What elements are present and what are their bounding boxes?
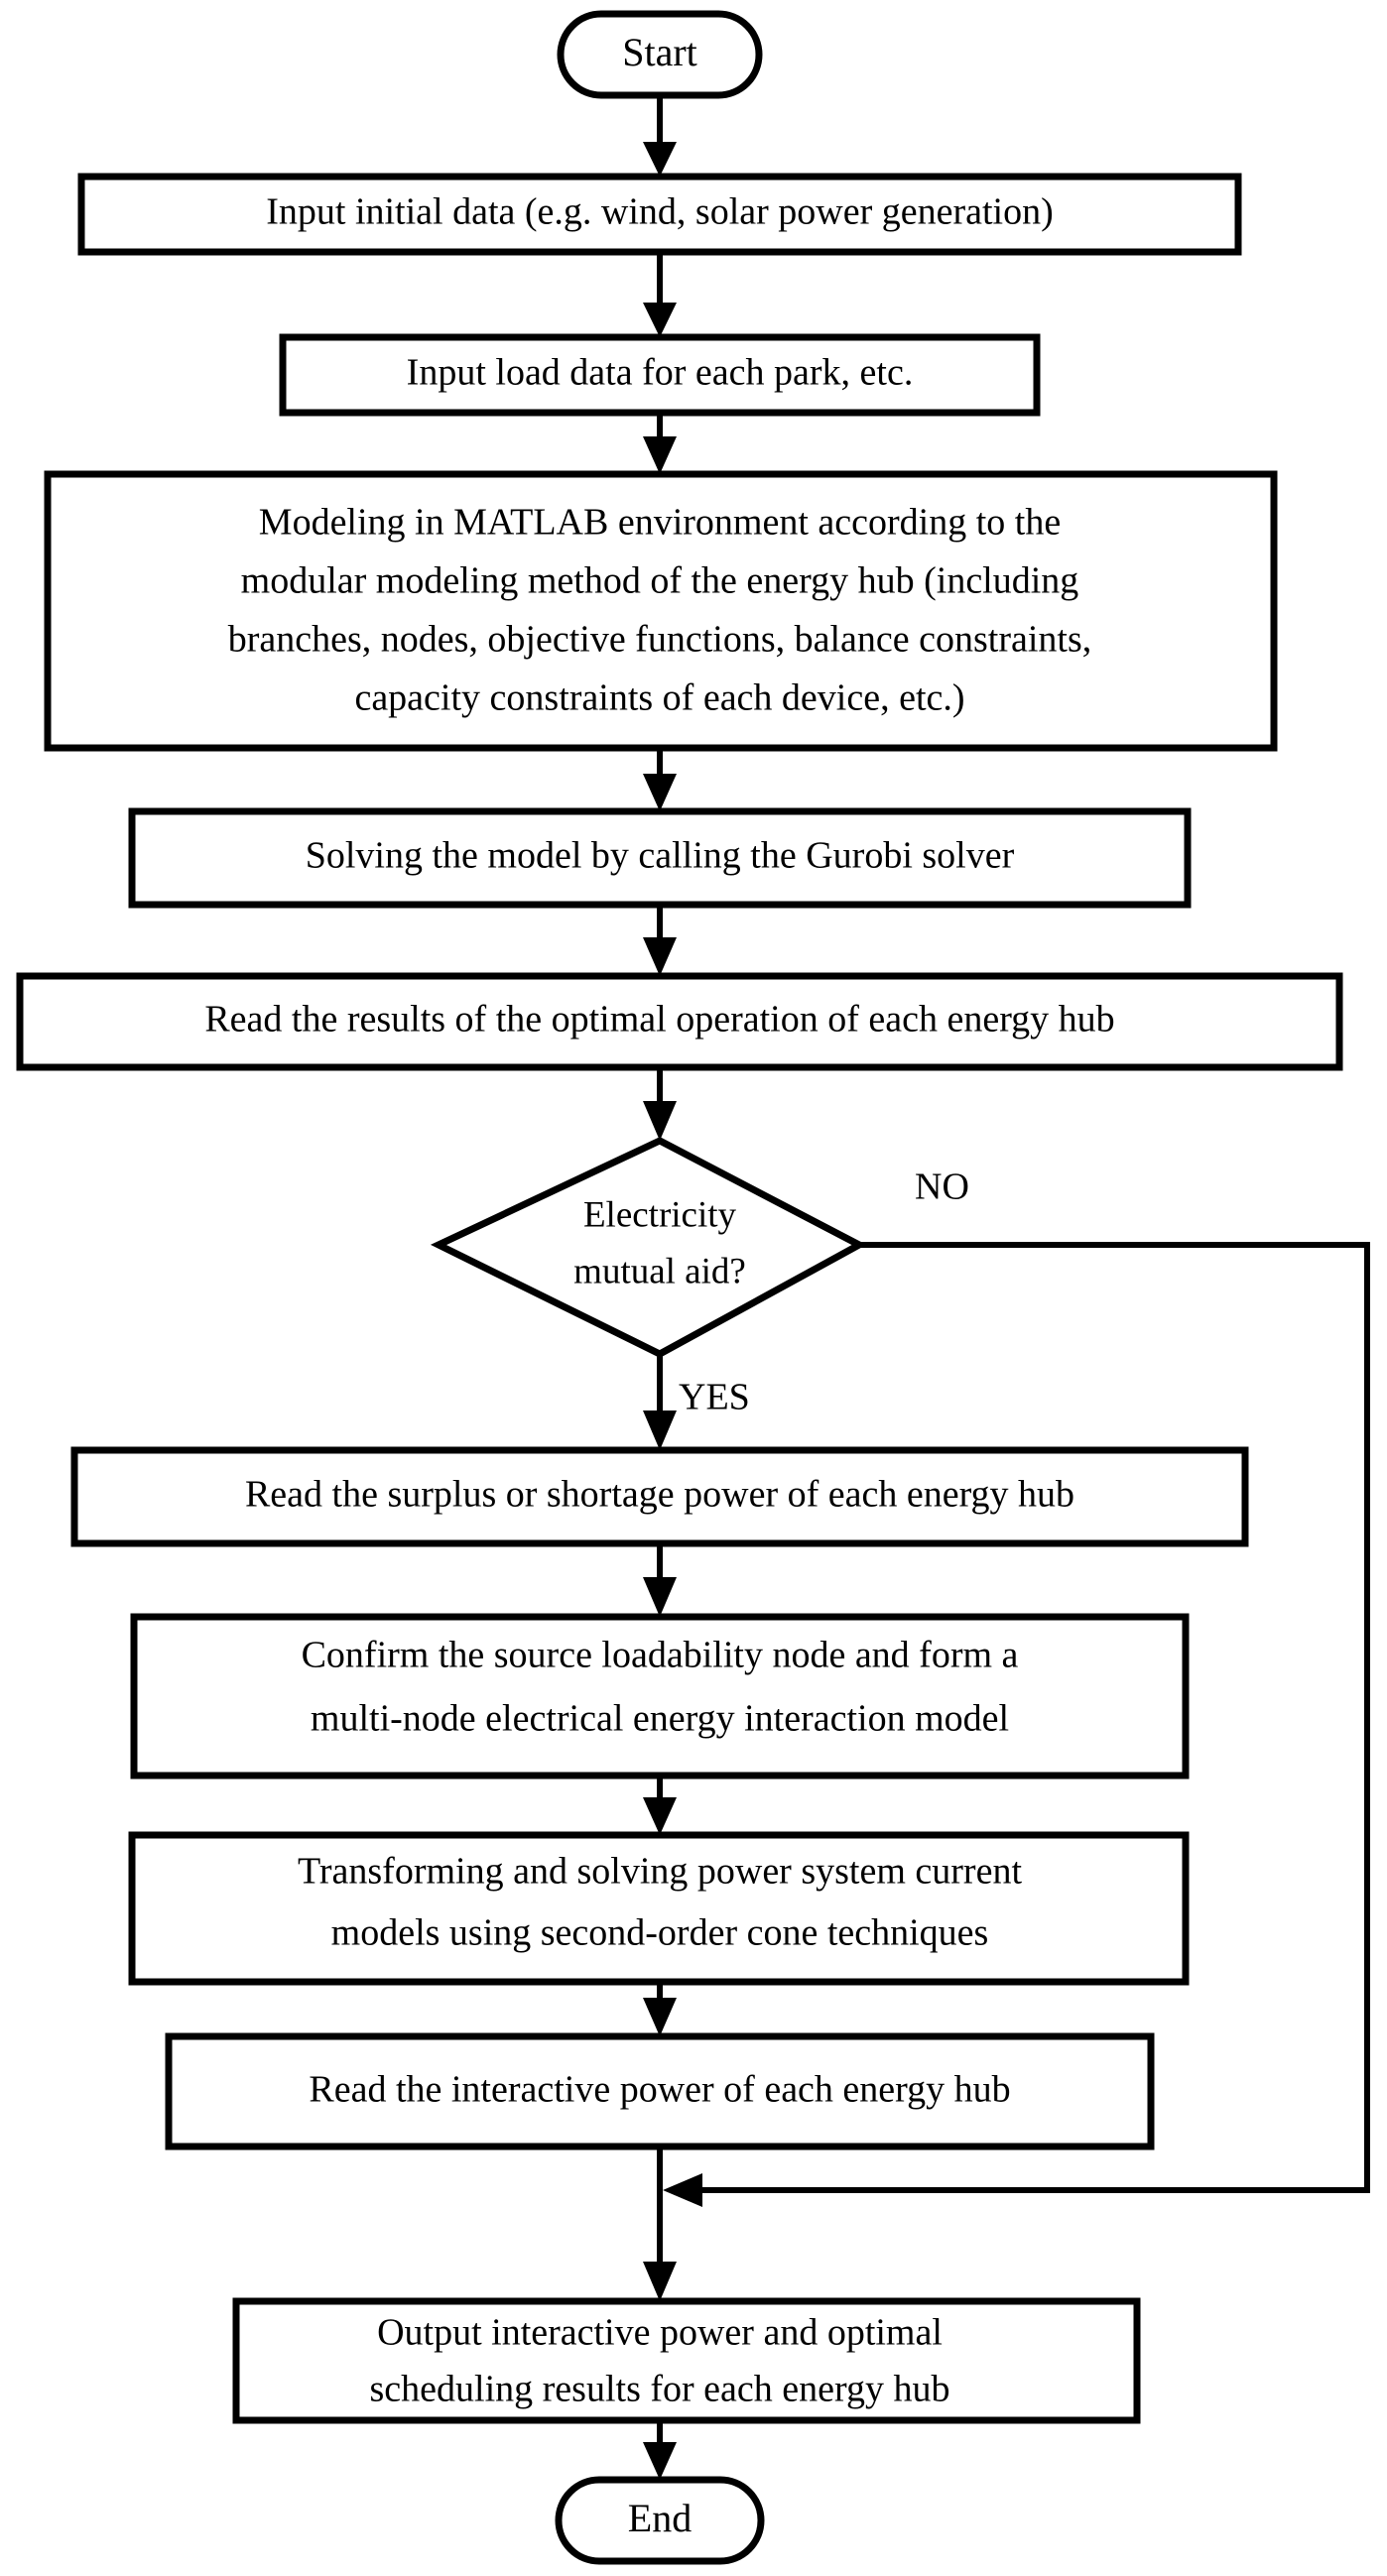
node-decision-line-1: Electricity (583, 1194, 737, 1235)
node-output-results-line-1: Output interactive power and optimal (377, 2312, 943, 2354)
edge-input-load-data-to-modeling-matlab (643, 411, 677, 474)
node-read-interactive-power-label: Read the interactive power of each energ… (309, 2069, 1010, 2111)
node-input-load-data-label: Input load data for each park, etc. (407, 352, 914, 394)
edge-label-no: NO (915, 1166, 969, 1208)
node-confirm-source-loadability[interactable]: Confirm the source loadability node and … (130, 1613, 1190, 1779)
node-read-surplus-shortage-label: Read the surplus or shortage power of ea… (245, 1474, 1074, 1516)
node-start[interactable]: Start (557, 10, 763, 99)
node-output-results-line-2: scheduling results for each energy hub (370, 2369, 950, 2410)
edge-label-yes: YES (679, 1377, 750, 1418)
node-end[interactable]: End (555, 2476, 765, 2565)
node-confirm-source-line-2: multi-node electrical energy interaction… (311, 1698, 1009, 1740)
node-end-label: End (628, 2496, 692, 2540)
node-transform-line-2: models using second-order cone technique… (331, 1912, 989, 1954)
node-modeling-matlab-line-1: Modeling in MATLAB environment according… (259, 502, 1061, 544)
node-output-results[interactable]: Output interactive power and optimal sch… (232, 2297, 1141, 2424)
node-confirm-source-line-1: Confirm the source loadability node and … (302, 1635, 1019, 1676)
node-read-interactive-power[interactable]: Read the interactive power of each energ… (165, 2032, 1155, 2150)
node-input-initial-data-label: Input initial data (e.g. wind, solar pow… (266, 191, 1054, 233)
edge-output-results-to-end (643, 2420, 677, 2480)
node-modeling-matlab-line-4: capacity constraints of each device, etc… (354, 677, 964, 719)
node-input-initial-data[interactable]: Input initial data (e.g. wind, solar pow… (77, 173, 1242, 256)
node-transform-second-order-cone[interactable]: Transforming and solving power system cu… (128, 1831, 1190, 1986)
edge-read-interactive-power-to-output-results (643, 2147, 677, 2301)
edge-input-initial-data-to-input-load-data (643, 250, 677, 337)
node-start-label: Start (622, 30, 697, 74)
edge-read-surplus-to-confirm-source (643, 1543, 677, 1617)
edge-modeling-matlab-to-solve-gurobi (643, 746, 677, 811)
node-solve-gurobi-label: Solving the model by calling the Gurobi … (306, 835, 1015, 877)
node-decision-electricity-mutual-aid[interactable]: Electricity mutual aid? (430, 1137, 867, 1358)
edge-decision-no-to-output-results (663, 1242, 1370, 2207)
node-solve-gurobi[interactable]: Solving the model by calling the Gurobi … (128, 807, 1192, 909)
node-read-surplus-shortage[interactable]: Read the surplus or shortage power of ea… (70, 1446, 1249, 1547)
node-modeling-matlab-line-2: modular modeling method of the energy hu… (241, 560, 1079, 602)
edge-start-to-input-initial-data (643, 94, 677, 177)
node-read-optimal-results-label: Read the results of the optimal operatio… (204, 999, 1114, 1041)
node-transform-line-1: Transforming and solving power system cu… (298, 1851, 1022, 1893)
edge-confirm-source-to-transform (643, 1776, 677, 1835)
node-modeling-matlab[interactable]: Modeling in MATLAB environment according… (44, 470, 1278, 752)
edge-transform-to-read-interactive-power (643, 1982, 677, 2036)
edge-read-optimal-results-to-decision (643, 1067, 677, 1141)
edge-decision-yes-to-read-surplus-shortage (643, 1354, 677, 1450)
node-input-load-data[interactable]: Input load data for each park, etc. (279, 333, 1041, 417)
node-decision-line-2: mutual aid? (573, 1251, 746, 1291)
node-read-optimal-results[interactable]: Read the results of the optimal operatio… (16, 972, 1343, 1071)
connector-layer (643, 94, 1370, 2480)
edge-solve-gurobi-to-read-optimal-results (643, 905, 677, 976)
node-modeling-matlab-line-3: branches, nodes, objective functions, ba… (228, 619, 1092, 661)
